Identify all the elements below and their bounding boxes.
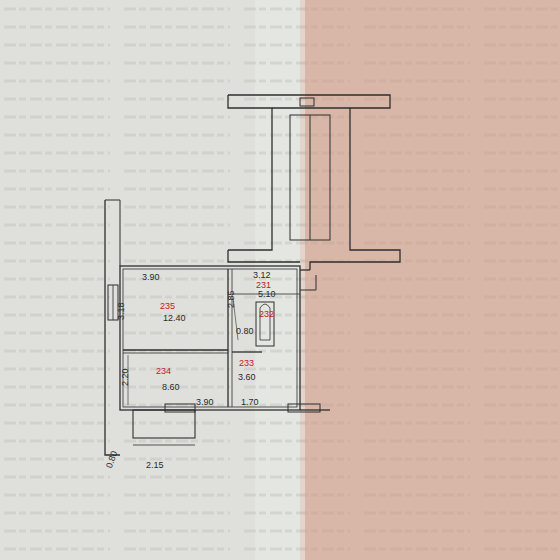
room-number: 233 xyxy=(239,358,254,368)
dimension: 2.15 xyxy=(146,460,164,470)
faint-text xyxy=(300,0,560,560)
dimension: 3.18 xyxy=(116,302,126,320)
faint-text xyxy=(0,0,300,560)
dimension: 3.90 xyxy=(142,272,160,282)
room-number: 231 xyxy=(256,280,271,290)
paper-right xyxy=(300,0,560,560)
dimension: 0.80 xyxy=(236,326,254,336)
dimension: 2.85 xyxy=(226,290,236,308)
dimension: 3.12 xyxy=(253,270,271,280)
room-number: 235 xyxy=(160,301,175,311)
room-number: 234 xyxy=(156,366,171,376)
room-number: 232 xyxy=(259,309,274,319)
dimension: 2.20 xyxy=(120,368,130,386)
room-area: 5.10 xyxy=(258,289,276,299)
paper-left xyxy=(0,0,300,560)
room-area: 12.40 xyxy=(163,313,186,323)
room-area: 8.60 xyxy=(162,382,180,392)
walls xyxy=(105,95,400,455)
dimension: 0.80 xyxy=(104,450,119,470)
room-area: 3.60 xyxy=(238,372,256,382)
dimension: 3.90 xyxy=(196,397,214,407)
dimension: 1.70 xyxy=(241,397,259,407)
